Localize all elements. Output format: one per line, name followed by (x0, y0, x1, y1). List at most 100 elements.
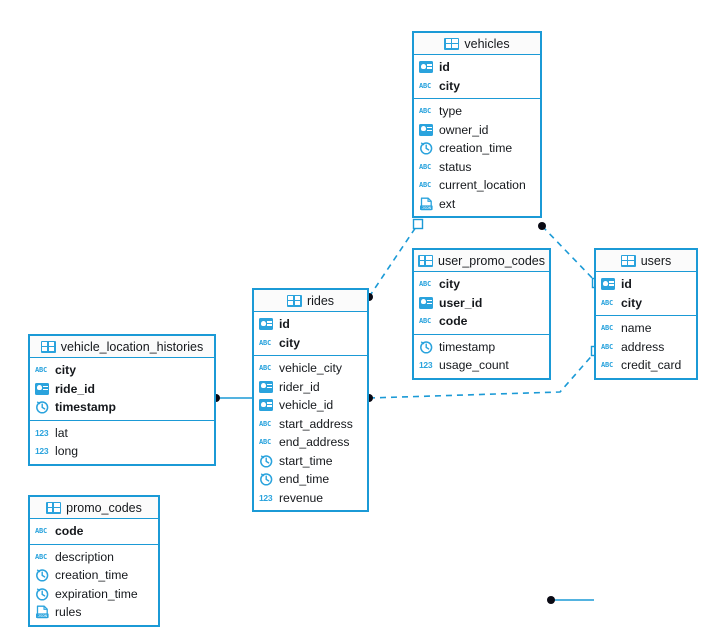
entity-header[interactable]: vehicle_location_histories (30, 336, 214, 358)
num-icon: 123 (419, 360, 433, 371)
uuid-icon (259, 398, 274, 412)
field-name: address (621, 339, 665, 354)
field-name: city (55, 363, 77, 378)
field-name: ext (439, 196, 456, 211)
field-name: long (55, 444, 79, 459)
uuid-icon (419, 296, 434, 310)
field-row[interactable]: end_time (254, 470, 367, 489)
field-name: rules (55, 605, 82, 620)
entity-header[interactable]: users (596, 250, 696, 272)
field-row[interactable]: 123 long (30, 442, 214, 461)
field-name: user_id (439, 295, 483, 310)
field-row[interactable]: creation_time (414, 139, 540, 158)
field-row[interactable]: ABC code (30, 522, 158, 541)
primary-key-section: ABC code (30, 519, 158, 545)
field-row[interactable]: creation_time (30, 566, 158, 585)
uuid-icon (259, 380, 274, 394)
uuid-icon (259, 317, 274, 331)
field-row[interactable]: owner_id (414, 121, 540, 140)
abc-icon: ABC (419, 162, 432, 171)
num-icon: 123 (35, 446, 49, 457)
clock-icon (35, 587, 50, 601)
entity-title: users (640, 253, 672, 268)
field-name: revenue (279, 490, 324, 505)
abc-icon: ABC (419, 317, 432, 326)
field-row[interactable]: user_id (414, 294, 549, 313)
clock-icon (419, 141, 434, 155)
field-row[interactable]: id (414, 58, 540, 77)
field-name: usage_count (439, 358, 509, 373)
field-name: start_address (279, 416, 353, 431)
relationship-upc-to-users[interactable] (547, 596, 594, 604)
columns-section: timestamp 123 usage_count (414, 335, 549, 378)
field-row[interactable]: ABC address (596, 338, 696, 357)
entity-header[interactable]: user_promo_codes (414, 250, 549, 272)
field-row[interactable]: ABC status (414, 158, 540, 177)
entity-header[interactable]: promo_codes (30, 497, 158, 519)
json-icon: JSON (35, 605, 50, 619)
field-row[interactable]: ride_id (30, 380, 214, 399)
field-name: vehicle_id (279, 398, 334, 413)
field-name: timestamp (55, 400, 116, 415)
entity-header[interactable]: rides (254, 290, 367, 312)
abc-icon: ABC (601, 324, 614, 333)
relationship-vlh-to-rides[interactable] (212, 394, 252, 402)
field-row[interactable]: vehicle_id (254, 396, 367, 415)
entity-header[interactable]: vehicles (414, 33, 540, 55)
field-name: status (439, 159, 472, 174)
entity-title: vehicles (464, 36, 510, 51)
field-name: code (55, 524, 84, 539)
svg-text:JSON: JSON (422, 205, 432, 210)
field-row[interactable]: id (596, 275, 696, 294)
field-name: current_location (439, 178, 526, 193)
field-row[interactable]: JSON ext (414, 195, 540, 214)
abc-icon: ABC (601, 342, 614, 351)
many-endpoint-dot (538, 222, 546, 230)
field-name: city (439, 78, 461, 93)
field-name: rider_id (279, 379, 320, 394)
abc-icon: ABC (35, 527, 48, 536)
field-row[interactable]: rider_id (254, 378, 367, 397)
field-row[interactable]: timestamp (30, 398, 214, 417)
field-row[interactable]: start_time (254, 452, 367, 471)
field-name: owner_id (439, 122, 489, 137)
field-row[interactable]: expiration_time (30, 585, 158, 604)
field-name: type (439, 104, 463, 119)
field-row[interactable]: id (254, 315, 367, 334)
clock-icon (35, 400, 50, 414)
field-row[interactable]: timestamp (414, 338, 549, 357)
field-name: creation_time (55, 568, 129, 583)
field-row[interactable]: 123 usage_count (414, 356, 549, 375)
relationship-line (368, 223, 419, 298)
table-icon (418, 254, 433, 268)
table-icon (286, 294, 302, 308)
field-row[interactable]: JSON rules (30, 603, 158, 622)
